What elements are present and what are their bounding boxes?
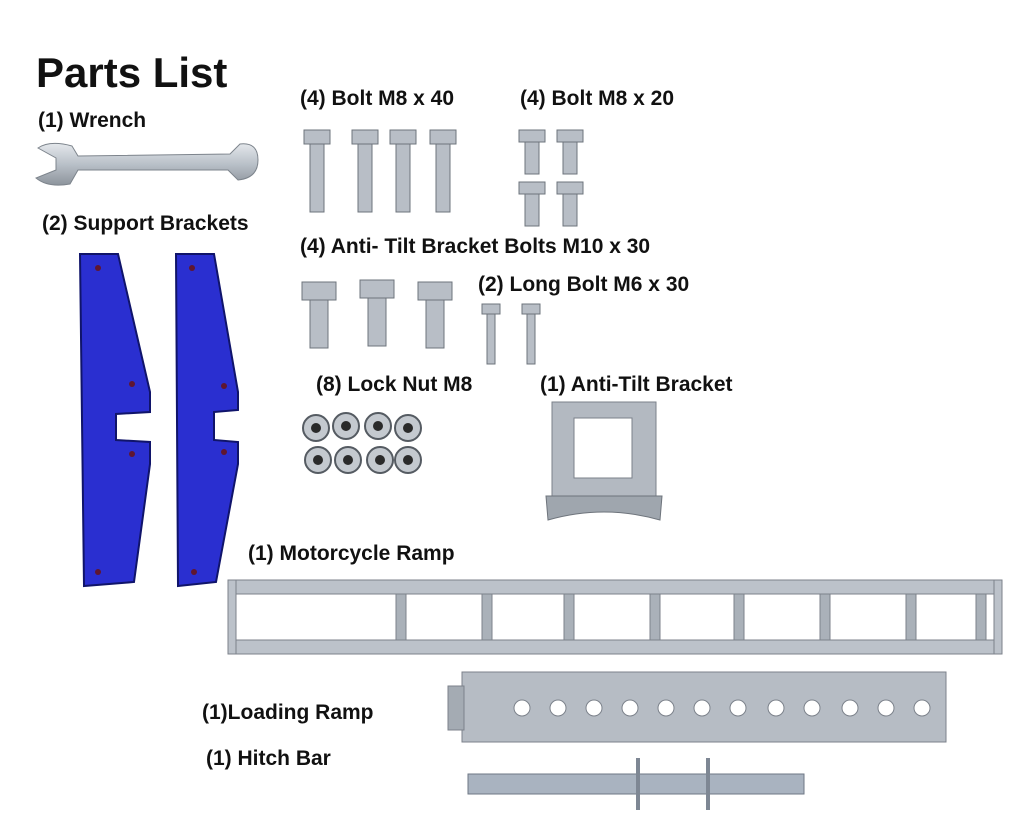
bolt-m8x20-label: (4) Bolt M8 x 20 bbox=[520, 87, 675, 110]
loading-ramp-label: (1)Loading Ramp bbox=[202, 701, 374, 724]
anti-tilt-bolts-label: (4) Anti- Tilt Bracket Bolts M10 x 30 bbox=[300, 235, 651, 258]
motorcycle-ramp-label: (1) Motorcycle Ramp bbox=[248, 542, 455, 565]
bolts-m8x40-image bbox=[303, 129, 457, 213]
lock-nuts-image bbox=[302, 412, 422, 474]
anti-tilt-bolts-image bbox=[301, 279, 453, 349]
hitch-bar-image bbox=[467, 758, 805, 810]
lock-nut-label: (8) Lock Nut M8 bbox=[316, 373, 473, 396]
wrench-image bbox=[35, 142, 259, 186]
bolt-m8x40-label: (4) Bolt M8 x 40 bbox=[300, 87, 455, 110]
wrench-label: (1) Wrench bbox=[38, 109, 147, 132]
motorcycle-ramp-image bbox=[227, 579, 1003, 655]
long-bolt-label: (2) Long Bolt M6 x 30 bbox=[478, 273, 690, 296]
anti-tilt-bracket-label: (1) Anti-Tilt Bracket bbox=[540, 373, 733, 396]
support-brackets-label: (2) Support Brackets bbox=[42, 212, 249, 235]
bolts-m8x20-image bbox=[518, 129, 584, 227]
page-title: Parts List bbox=[36, 49, 228, 96]
long-bolts-image bbox=[481, 303, 541, 365]
support-brackets-image bbox=[78, 253, 239, 588]
hitch-bar-label: (1) Hitch Bar bbox=[206, 747, 331, 770]
loading-ramp-image bbox=[447, 671, 947, 743]
anti-tilt-bracket-image bbox=[545, 401, 663, 521]
